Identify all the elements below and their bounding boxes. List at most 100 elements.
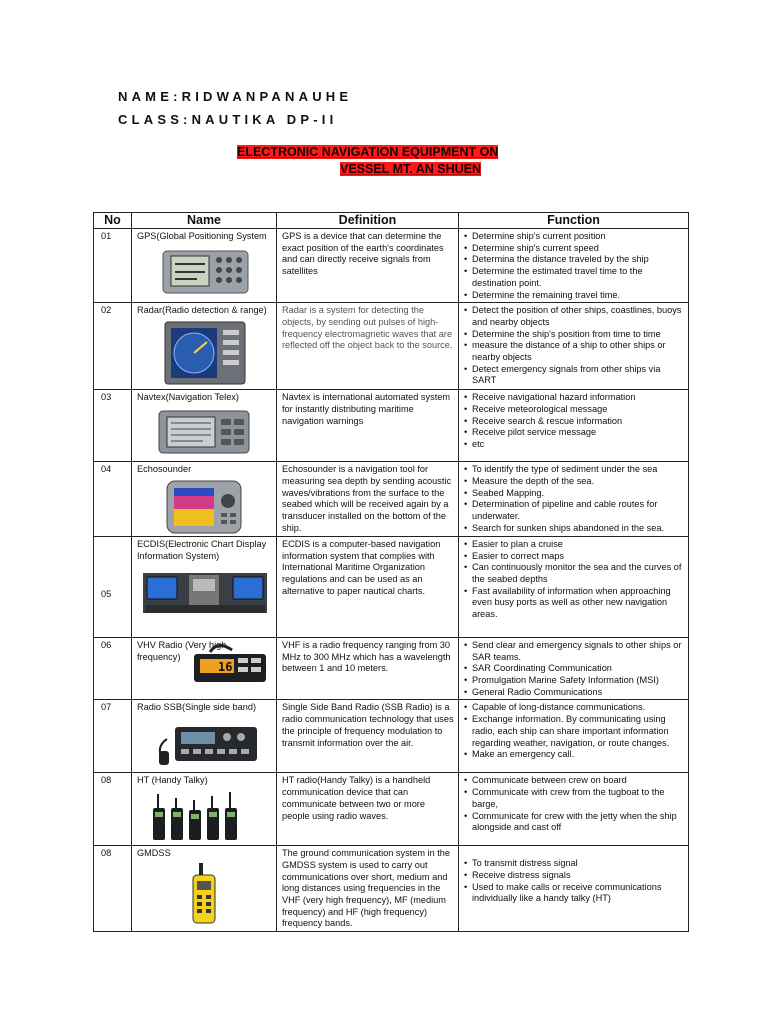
function-item: Detect emergency signals from other ship… (464, 364, 684, 387)
function-item: Seabed Mapping. (464, 488, 684, 500)
definition-cell: Single Side Band Radio (SSB Radio) is a … (276, 699, 459, 774)
function-item: Easier to plan a cruise (464, 539, 684, 551)
function-cell: Easier to plan a cruise Easier to correc… (458, 535, 689, 638)
function-item: Used to make calls or receive communicat… (464, 882, 684, 905)
row-number: 01 (93, 227, 132, 304)
equipment-definition: GPS is a device that can determine the e… (282, 231, 444, 277)
ssb-radio-image (158, 727, 257, 766)
function-item: Receive search & rescue information (464, 416, 684, 428)
header-function: Function (458, 212, 689, 229)
definition-cell: HT radio(Handy Talky) is a handheld comm… (276, 772, 459, 847)
table-row: 05 ECDIS(Electronic Chart Display Inform… (93, 535, 689, 638)
vhf-channel-display: 16 (218, 660, 232, 674)
student-class: CLASS:NAUTIKA DP-II (118, 112, 338, 127)
function-item: measure the distance of a ship to other … (464, 340, 684, 363)
function-cell: Send clear and emergency signals to othe… (458, 636, 689, 701)
radar-display-image (164, 321, 246, 385)
equipment-name-cell: Radio SSB(Single side band) (131, 699, 277, 774)
function-list: Communicate between crew on board Commun… (464, 775, 684, 834)
function-item: Receive distress signals (464, 870, 684, 882)
function-item: Communicate between crew on board (464, 775, 684, 787)
function-list: Receive navigational hazard information … (464, 392, 684, 451)
row-number: 06 (93, 636, 132, 701)
function-item: Receive meteorological message (464, 404, 684, 416)
equipment-name: Navtex(Navigation Telex) (137, 392, 239, 403)
table-row: 06 VHV Radio (Very high frequency) 16 VH… (93, 636, 689, 701)
function-cell: Communicate between crew on board Commun… (458, 772, 689, 847)
document-title-line-1: ELECTRONIC NAVIGATION EQUIPMENT ON (237, 145, 499, 159)
row-number: 04 (93, 461, 132, 537)
definition-cell: VHF is a radio frequency ranging from 30… (276, 636, 459, 701)
table-row: 08 GMDSS The ground communication system… (93, 845, 689, 933)
row-number: 03 (93, 389, 132, 463)
function-item: To identify the type of sediment under t… (464, 464, 684, 476)
equipment-name-cell: GPS(Global Positioning System (131, 227, 277, 304)
student-name: NAME:RIDWANPANAUHE (118, 89, 353, 104)
header-name: Name (131, 212, 277, 229)
row-number: 05 (93, 535, 132, 638)
equipment-definition: VHF is a radio frequency ranging from 30… (282, 639, 451, 674)
function-item: Determine the remaining travel time. (464, 290, 684, 302)
equipment-name-cell: VHV Radio (Very high frequency) 16 (131, 636, 277, 701)
equipment-name-cell: Radar(Radio detection & range) (131, 302, 277, 391)
function-item: Determination of pipeline and cable rout… (464, 499, 684, 522)
function-cell: Determine ship's current position Determ… (458, 227, 689, 304)
table-row: 02 Radar(Radio detection & range) Radar … (93, 302, 689, 391)
equipment-name: GPS(Global Positioning System (137, 231, 267, 241)
function-item: etc (464, 439, 684, 451)
header-definition: Definition (276, 212, 459, 229)
equipment-definition: Radar is a system for detecting the obje… (282, 305, 453, 351)
definition-cell: Echosounder is a navigation tool for mea… (276, 461, 459, 537)
function-item: Detect the position of other ships, coas… (464, 305, 684, 328)
function-item: Determine the estimated travel time to t… (464, 266, 684, 289)
function-item: Make an emergency call. (464, 749, 684, 761)
title-text-1: ELECTRONIC NAVIGATION EQUIPMENT ON (237, 145, 499, 159)
function-item: Determina the distance traveled by the s… (464, 254, 684, 266)
table-row: 08 HT (Handy Talky) HT radio(Handy Talky… (93, 772, 689, 847)
table-row: 07 Radio SSB(Single side band) Single Si… (93, 699, 689, 774)
function-item: Promulgation Marine Safety Information (… (464, 675, 684, 687)
function-list: To transmit distress signal Receive dist… (464, 858, 684, 905)
row-number: 08 (93, 772, 132, 847)
definition-cell: Navtex is international automated system… (276, 389, 459, 463)
function-item: Exchange information. By communicating u… (464, 714, 684, 749)
function-list: Detect the position of other ships, coas… (464, 305, 684, 387)
definition-cell: ECDIS is a computer-based navigation inf… (276, 535, 459, 638)
function-item: SAR Coordinating Communication (464, 663, 684, 675)
definition-cell: GPS is a device that can determine the e… (276, 227, 459, 304)
echosounder-image (166, 480, 242, 534)
function-item: Search for sunken ships abandoned in the… (464, 523, 684, 535)
gmdss-handheld-image (192, 862, 216, 924)
function-list: Easier to plan a cruise Easier to correc… (464, 539, 684, 621)
function-item: Determine ship's current speed (464, 243, 684, 255)
function-item: Receive pilot service message (464, 427, 684, 439)
function-item: Easier to correct maps (464, 551, 684, 563)
equipment-name: GMDSS (137, 848, 171, 859)
function-list: To identify the type of sediment under t… (464, 464, 684, 534)
row-number: 07 (93, 699, 132, 774)
function-item: Communicate with crew from the tugboat t… (464, 787, 684, 810)
header-no: No (93, 212, 132, 229)
ecdis-console-image (143, 573, 267, 614)
function-cell: To identify the type of sediment under t… (458, 461, 689, 537)
table-row: 04 Echosounder Echosounder is a navigati… (93, 461, 689, 537)
equipment-table: No Name Definition Function 01 GPS(Globa… (93, 212, 689, 933)
function-item: Determine ship's current position (464, 231, 684, 243)
equipment-name-cell: Navtex(Navigation Telex) (131, 389, 277, 463)
table-header-row: No Name Definition Function (93, 212, 689, 229)
function-list: Capable of long-distance communications.… (464, 702, 684, 761)
equipment-definition: Navtex is international automated system… (282, 392, 451, 426)
equipment-name: Echosounder (137, 464, 192, 475)
function-item: Can continuously monitor the sea and the… (464, 562, 684, 585)
equipment-name: Radar(Radio detection & range) (137, 305, 267, 316)
table-row: 03 Navtex(Navigation Telex) Navtex is in… (93, 389, 689, 463)
vhf-radio-image: 16 (194, 643, 266, 682)
row-number: 08 (93, 845, 132, 933)
document-title-line-2: VESSEL MT. AN SHUEN (340, 162, 481, 176)
equipment-definition: ECDIS is a computer-based navigation inf… (282, 538, 441, 596)
gps-receiver-image (162, 250, 249, 294)
function-item: Capable of long-distance communications. (464, 702, 684, 714)
equipment-name: Radio SSB(Single side band) (137, 702, 256, 713)
handy-talky-group-image (153, 792, 237, 841)
function-item: To transmit distress signal (464, 858, 684, 870)
